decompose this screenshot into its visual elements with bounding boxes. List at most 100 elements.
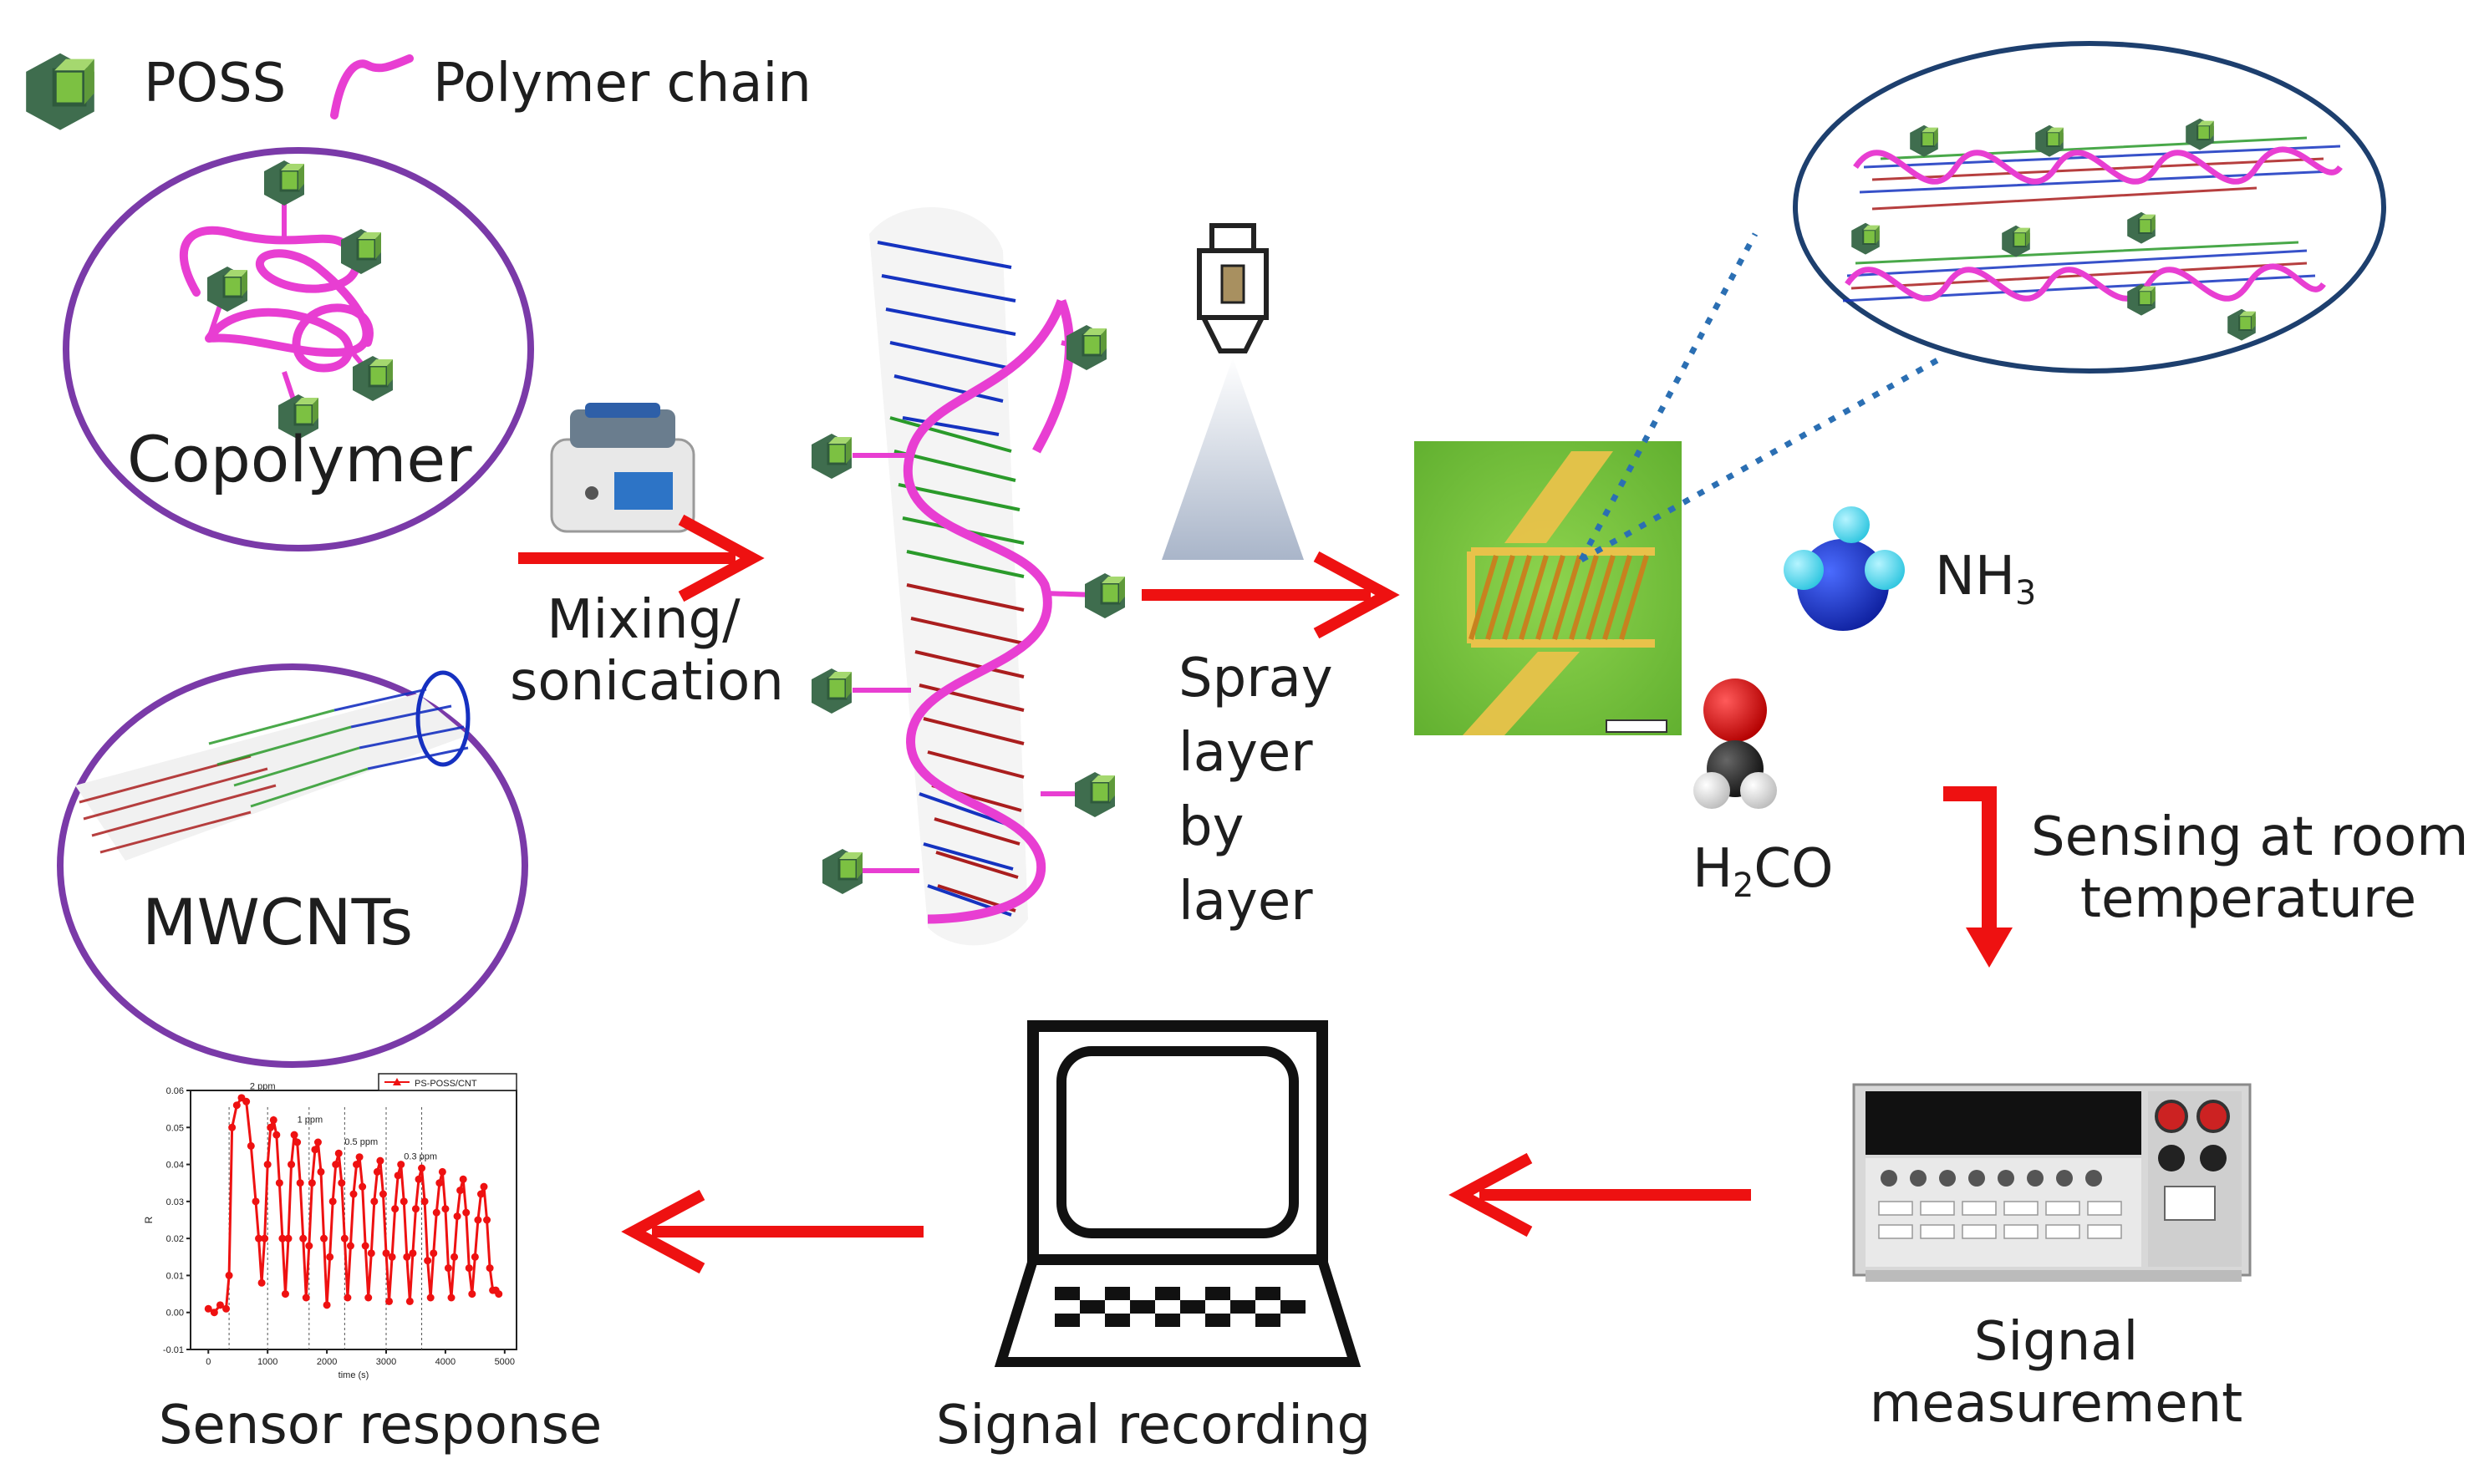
chart-data-point <box>288 1161 296 1169</box>
chart-data-point <box>290 1131 298 1139</box>
chart-data-point <box>272 1131 281 1139</box>
chart-data-point <box>480 1182 488 1191</box>
poss-legend-icon <box>26 53 94 130</box>
chart-annotation: 1 ppm <box>298 1115 323 1125</box>
chart-data-point <box>344 1293 352 1302</box>
arrow-mixing <box>518 514 765 602</box>
chart-data-point <box>353 1161 361 1169</box>
chart-data-point <box>435 1179 444 1187</box>
chart-data-point <box>382 1249 390 1258</box>
chart-data-point <box>444 1264 452 1273</box>
chart-data-point <box>340 1234 349 1243</box>
chart-x-tick-label: 4000 <box>435 1357 456 1367</box>
chart-data-point <box>247 1141 255 1150</box>
chart-data-point <box>299 1234 308 1243</box>
chart-data-point <box>430 1249 438 1258</box>
sensing-label-line2: temperature <box>2079 867 2417 930</box>
chart-data-point <box>400 1197 408 1206</box>
chart-data-point <box>261 1234 269 1243</box>
nh3-label-base: NH <box>1935 546 2015 607</box>
chart-data-point <box>432 1208 440 1217</box>
chart-y-tick-label: 0.04 <box>166 1161 184 1171</box>
chart-data-point <box>483 1216 491 1224</box>
chart-x-axis-label: time (s) <box>338 1370 369 1380</box>
chart-data-point <box>252 1197 260 1206</box>
chart-data-point <box>334 1149 343 1157</box>
chart-data-point <box>349 1190 358 1198</box>
chart-y-tick-label: 0.06 <box>166 1086 184 1096</box>
chart-data-point <box>296 1179 304 1187</box>
chart-data-point <box>216 1301 224 1309</box>
zoomed-composite-ellipse <box>1793 41 2386 374</box>
chart-y-tick-label: -0.01 <box>163 1345 184 1355</box>
mixing-label-line1: Mixing/ <box>547 589 741 651</box>
chart-data-point <box>284 1234 293 1243</box>
mixing-sonication-label: Mixing/ sonication <box>510 589 784 713</box>
chart-data-point <box>403 1253 411 1261</box>
chart-data-point <box>338 1179 346 1187</box>
chart-data-point <box>281 1290 289 1298</box>
chart-y-tick-label: 0.01 <box>166 1271 184 1281</box>
arrow-spray <box>1142 551 1400 639</box>
sensor-response-label: Sensor response <box>158 1395 603 1456</box>
h2co-label: H2CO <box>1692 838 1833 906</box>
chart-legend-swatch-marker <box>393 1078 401 1085</box>
chart-data-point <box>471 1253 479 1261</box>
chart-data-point <box>332 1161 340 1169</box>
chart-plot-frame <box>190 1090 517 1350</box>
h2co-label-subscript: 2 <box>1733 866 1754 905</box>
chart-data-point <box>311 1146 319 1154</box>
chart-x-tick-label: 2000 <box>317 1357 337 1367</box>
chart-data-point <box>320 1234 328 1243</box>
chart-data-point <box>474 1216 482 1224</box>
mwcnts-label: MWCNTs <box>142 885 414 959</box>
chart-data-point <box>373 1167 381 1176</box>
poss-polymer-nanotube <box>810 206 1127 946</box>
chart-data-point <box>305 1242 313 1250</box>
spray-label-line1: Spray <box>1178 648 1333 709</box>
chart-data-point <box>379 1190 387 1198</box>
chart-data-point <box>269 1116 277 1124</box>
chart-data-point <box>293 1138 302 1146</box>
sonicator-bath-icon <box>550 403 695 533</box>
signal-measurement-label: Signal measurement <box>1847 1311 2265 1435</box>
laptop-computer-icon <box>994 1020 1362 1367</box>
chart-data-point <box>308 1179 316 1187</box>
zoom-dotted-lines <box>1578 232 1941 563</box>
chart-data-point <box>367 1249 375 1258</box>
chart-data-point <box>397 1161 405 1169</box>
sensing-label-line1: Sensing at room <box>2031 806 2469 868</box>
chart-data-point <box>459 1175 467 1183</box>
chart-data-point <box>359 1182 367 1191</box>
chart-data-point <box>228 1123 237 1131</box>
spray-nozzle-icon <box>1162 223 1304 560</box>
chart-data-point <box>263 1161 272 1169</box>
chart-data-point <box>370 1197 379 1206</box>
chart-data-point <box>323 1301 331 1309</box>
chart-x-tick-label: 1000 <box>257 1357 277 1367</box>
chart-data-point <box>275 1179 283 1187</box>
chart-legend-box <box>378 1073 517 1091</box>
spray-layer-label: Spray layer by layer <box>1178 642 1333 939</box>
nh3-label-subscript: 3 <box>2015 573 2037 612</box>
chart-data-point <box>222 1304 231 1313</box>
chart-data-point <box>346 1242 354 1250</box>
poss-legend-label: POSS <box>144 53 287 114</box>
chart-data-point <box>361 1242 369 1250</box>
chart-data-point <box>405 1297 414 1305</box>
chart-data-point <box>376 1156 384 1165</box>
chart-data-point <box>465 1264 473 1273</box>
chart-data-point <box>257 1278 266 1287</box>
chart-data-point <box>204 1304 212 1313</box>
mixing-label-line2: sonication <box>510 650 784 713</box>
chart-data-point <box>317 1167 325 1176</box>
chart-data-point <box>426 1293 435 1302</box>
polymer-legend-icon <box>330 54 414 119</box>
copolymer-label: Copolymer <box>127 422 472 496</box>
chart-data-point <box>456 1187 465 1195</box>
chart-y-tick-label: 0.00 <box>166 1309 184 1319</box>
chart-y-tick-label: 0.05 <box>166 1123 184 1133</box>
nh3-label: NH3 <box>1935 546 2036 613</box>
